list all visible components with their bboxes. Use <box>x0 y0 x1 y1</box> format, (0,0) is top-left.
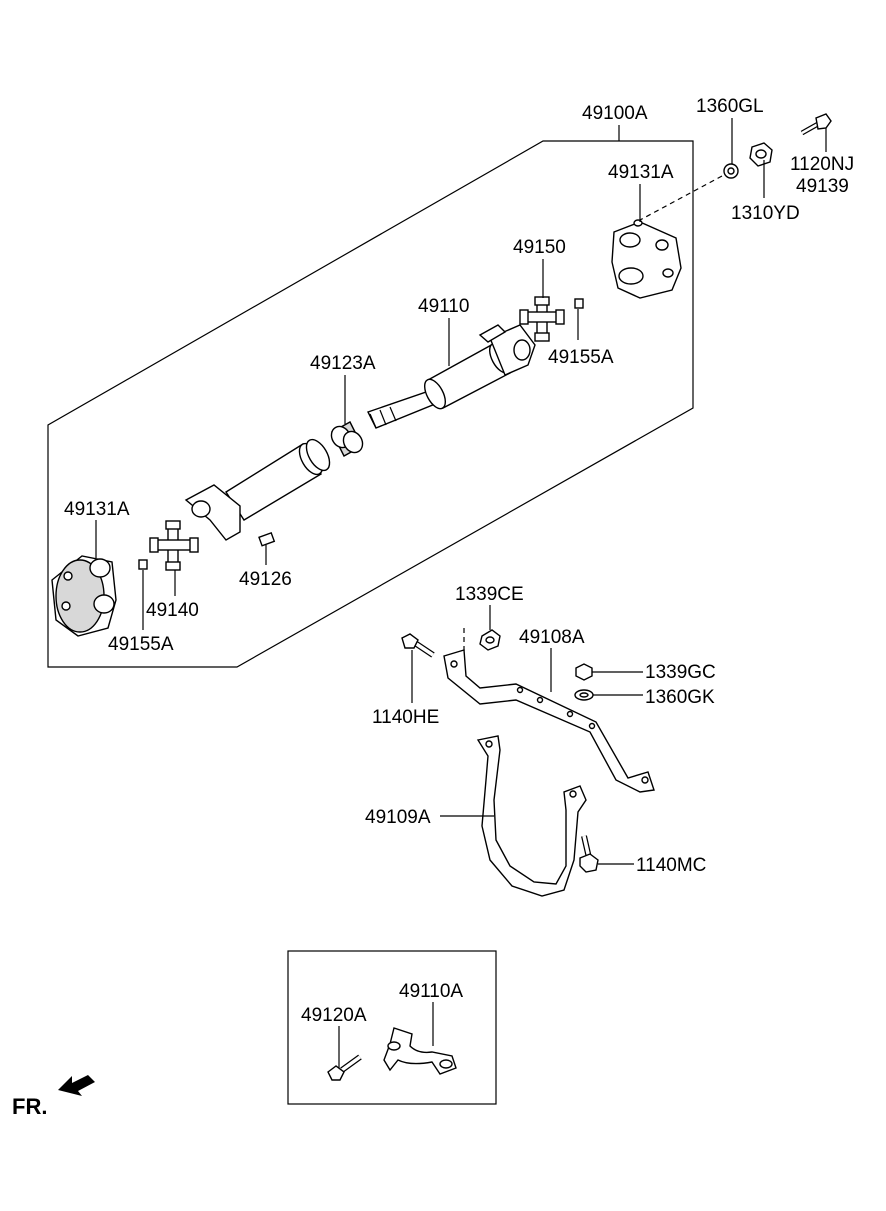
label-49110: 49110 <box>418 296 469 317</box>
label-1140he: 1140HE <box>372 707 439 728</box>
dust-boot-49123a <box>330 421 364 457</box>
washer-1360gl <box>723 163 739 179</box>
clamp-49110a <box>383 1027 457 1075</box>
label-49139: 49139 <box>796 176 849 197</box>
label-49155a-top: 49155A <box>548 347 614 368</box>
nut-1339ce <box>479 629 501 651</box>
flange-yoke-top <box>611 219 682 299</box>
label-49110a: 49110A <box>399 981 463 1002</box>
label-1310yd: 1310YD <box>731 203 800 224</box>
label-1339gc: 1339GC <box>645 662 716 683</box>
label-front: FR. <box>12 1094 47 1119</box>
grease-nipple-49126 <box>258 531 276 547</box>
label-49123a: 49123A <box>310 353 376 374</box>
label-1339ce: 1339CE <box>455 584 524 605</box>
leader-lines <box>95 118 827 1068</box>
washer-1360gk <box>574 689 594 701</box>
flange-yoke-left <box>51 555 117 637</box>
label-49150: 49150 <box>513 237 566 258</box>
label-1140mc: 1140MC <box>636 855 706 876</box>
label-49140: 49140 <box>146 600 199 621</box>
front-arrow-icon <box>58 1075 95 1096</box>
label-1120nj: 1120NJ <box>790 154 854 175</box>
inset-box <box>287 950 497 1105</box>
label-49155a-left: 49155A <box>108 634 174 655</box>
label-49126: 49126 <box>239 569 292 590</box>
label-49108a: 49108A <box>519 627 585 648</box>
shaft-rear-section <box>367 324 536 429</box>
nut-1310yd <box>749 142 773 167</box>
nut-1339gc <box>575 663 593 681</box>
label-1360gk: 1360GK <box>645 687 715 708</box>
grease-nipple-top <box>574 298 584 309</box>
bolt-1140he <box>401 633 435 658</box>
universal-joint-top <box>519 296 565 342</box>
label-49100a: 49100A <box>582 103 648 124</box>
assembly-outline <box>47 140 694 668</box>
label-49131a-top: 49131A <box>608 162 674 183</box>
shaft-front-tube <box>184 438 331 541</box>
bracket-49108a <box>443 649 655 793</box>
bolt-49120a <box>327 1054 362 1081</box>
label-49109a: 49109A <box>365 807 431 828</box>
label-1360gl: 1360GL <box>696 96 764 117</box>
label-49120a: 49120A <box>301 1005 367 1026</box>
universal-joint-front <box>149 520 199 571</box>
bolt-1140mc <box>579 835 599 873</box>
strap-49109a <box>476 735 587 897</box>
label-49131a-left: 49131A <box>64 499 130 520</box>
bolt-1120nj <box>800 113 832 136</box>
grease-nipple-left <box>138 559 148 570</box>
